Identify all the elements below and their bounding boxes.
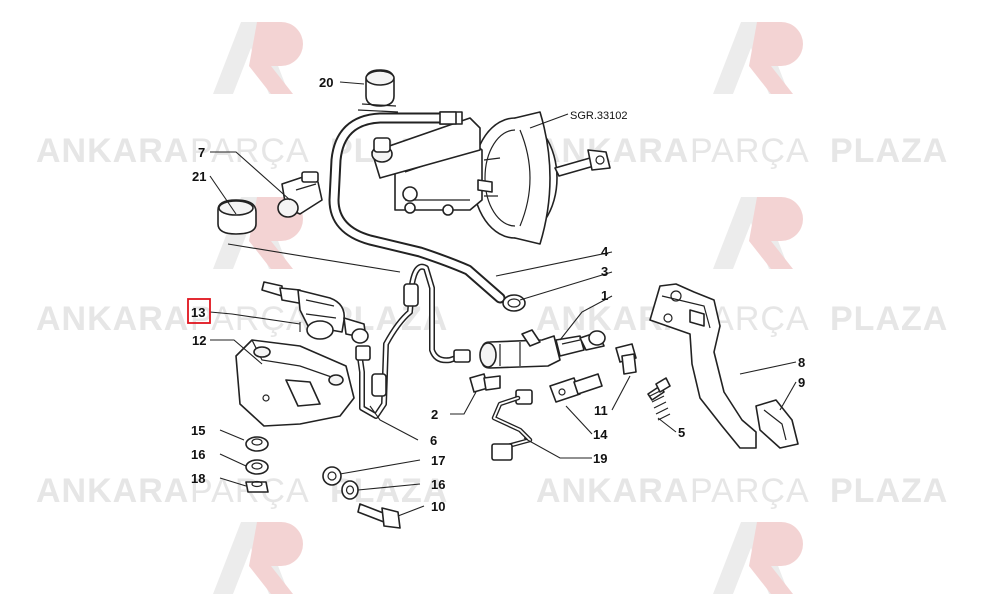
- watermark-row-1-right: ANKARA PARÇA PLAZA: [536, 132, 948, 170]
- part-10-bolt: [357, 503, 401, 529]
- callout-3: 3: [601, 264, 608, 279]
- part-16-washer-right: [341, 480, 359, 500]
- part-6-hydraulic-pipe: [355, 263, 471, 419]
- part-1-clutch-master-cylinder: [479, 329, 606, 369]
- callout-12: 12: [192, 333, 206, 348]
- watermark-logo-bottom-right: [713, 522, 803, 594]
- part-16-washer-left: [245, 459, 269, 475]
- callout-20: 20: [319, 75, 333, 90]
- part-14-clutch-switch: [549, 373, 603, 403]
- callout-15: 15: [191, 423, 205, 438]
- part-13-slave-cylinder: [261, 281, 369, 344]
- part-3-hose-clamp: [502, 294, 526, 312]
- highlighted-callout-13[interactable]: 13: [187, 298, 211, 324]
- watermark-row-3-right: ANKARA PARÇA PLAZA: [536, 472, 948, 510]
- callout-10: 10: [431, 499, 445, 514]
- watermark-row-3-left: ANKARA PARÇA PLAZA: [36, 472, 447, 510]
- callout-1: 1: [601, 288, 608, 303]
- callout-19: 19: [593, 451, 607, 466]
- svg-text:PLAZA: PLAZA: [830, 472, 948, 510]
- svg-text:PARÇA: PARÇA: [690, 472, 810, 510]
- svg-text:ANKARA: ANKARA: [36, 472, 189, 510]
- highlight-box: [187, 298, 211, 324]
- callout-13: 13: [191, 305, 205, 320]
- part-19-wiring-harness: [491, 389, 533, 461]
- part-7-hose-connector: [277, 171, 323, 218]
- part-4-hose: [328, 111, 506, 304]
- callout-4: 4: [601, 244, 609, 259]
- callout-14: 14: [593, 427, 608, 442]
- part-8-clutch-pedal: [649, 283, 757, 449]
- watermark-logo-bottom-left: [213, 522, 303, 594]
- part-17-nut: [322, 466, 342, 486]
- svg-text:ANKARA: ANKARA: [36, 300, 189, 338]
- reference-code: SGR.33102: [570, 110, 627, 122]
- brake-booster-assembly: [371, 111, 611, 245]
- callout-5: 5: [678, 425, 685, 440]
- part-15-washer: [245, 436, 269, 452]
- callout-6: 6: [430, 433, 437, 448]
- callout-2: 2: [431, 407, 438, 422]
- part-2-fitting-bolt: [469, 373, 501, 393]
- callout-21: 21: [192, 169, 206, 184]
- part-20-grommet: [357, 69, 399, 113]
- svg-text:ANKARA: ANKARA: [536, 472, 689, 510]
- callout-16-right: 16: [431, 477, 445, 492]
- part-18-nut: [245, 480, 269, 493]
- svg-text:ANKARA: ANKARA: [536, 132, 689, 170]
- part-21-rubber-cap: [217, 199, 257, 235]
- part-9-pedal-pad: [755, 399, 799, 449]
- callout-18: 18: [191, 471, 205, 486]
- leader-lines: [209, 81, 797, 517]
- watermark-logo-top-left: [213, 22, 303, 94]
- watermark-logo-mid-right: [713, 197, 803, 269]
- watermark-logo-top-right: [713, 22, 803, 94]
- svg-text:PLAZA: PLAZA: [830, 300, 948, 338]
- callout-17: 17: [431, 453, 445, 468]
- callout-11: 11: [594, 403, 608, 418]
- part-5-return-spring: [647, 377, 671, 421]
- callout-8: 8: [798, 355, 805, 370]
- part-12-mounting-bracket: [235, 339, 355, 427]
- svg-text:ANKARA: ANKARA: [36, 132, 189, 170]
- callout-labels: 20 7 21 4 3 1 12 15 16 18 17 16 10 6 2 1…: [191, 75, 805, 514]
- svg-text:PARÇA: PARÇA: [190, 300, 310, 338]
- part-11-pivot-pin: [615, 343, 637, 375]
- callout-7: 7: [198, 145, 205, 160]
- svg-text:PLAZA: PLAZA: [830, 132, 948, 170]
- svg-text:PARÇA: PARÇA: [690, 132, 810, 170]
- watermark-row-2-left: ANKARA PARÇA PLAZA: [36, 300, 447, 338]
- callout-9: 9: [798, 375, 805, 390]
- callout-16-left: 16: [191, 447, 205, 462]
